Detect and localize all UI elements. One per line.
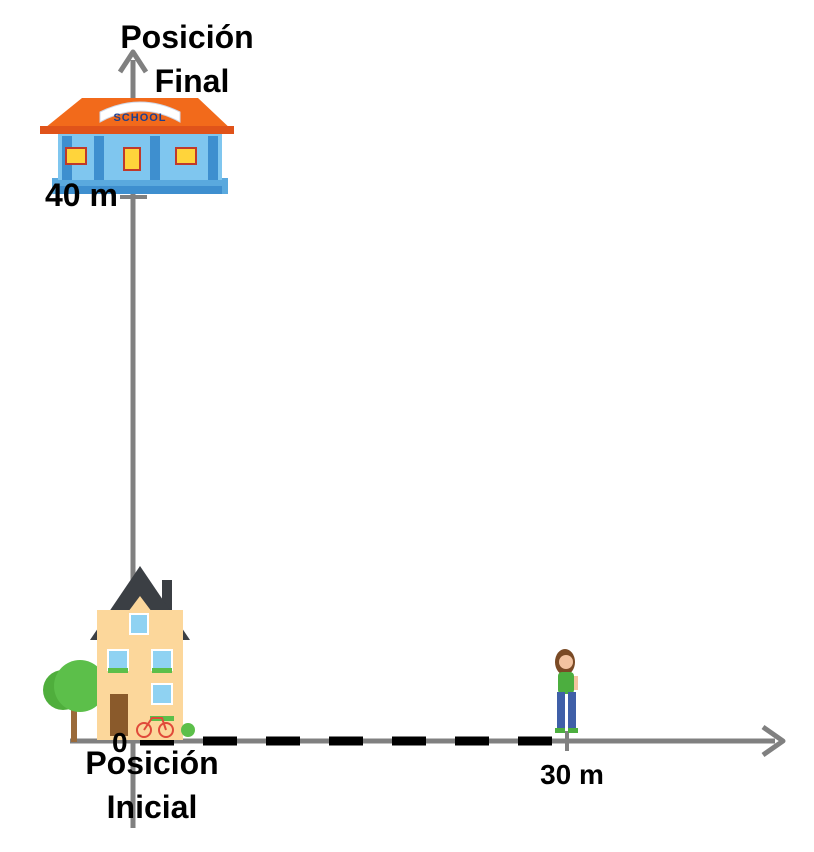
vertical-axis-arrowhead [117,49,149,74]
bicycle-icon [136,717,174,738]
final-position-label-line2: Final [155,63,230,99]
initial-position-label-line2: Inicial [107,789,198,825]
school-building-icon: SCHOOL [40,98,234,194]
tree-icon [43,660,106,742]
girl-figure-icon [555,649,578,733]
final-position-label-line1: Posición [120,19,253,55]
origin-label: 0 [112,727,128,758]
initial-position-label-line1: Posición [85,745,218,781]
school-sign-text: SCHOOL [113,112,166,124]
horizontal-axis-arrowhead [761,724,786,758]
house-icon [90,566,195,740]
x-tick-label: 30 m [540,759,604,790]
y-tick-label: 40 m [45,177,118,213]
